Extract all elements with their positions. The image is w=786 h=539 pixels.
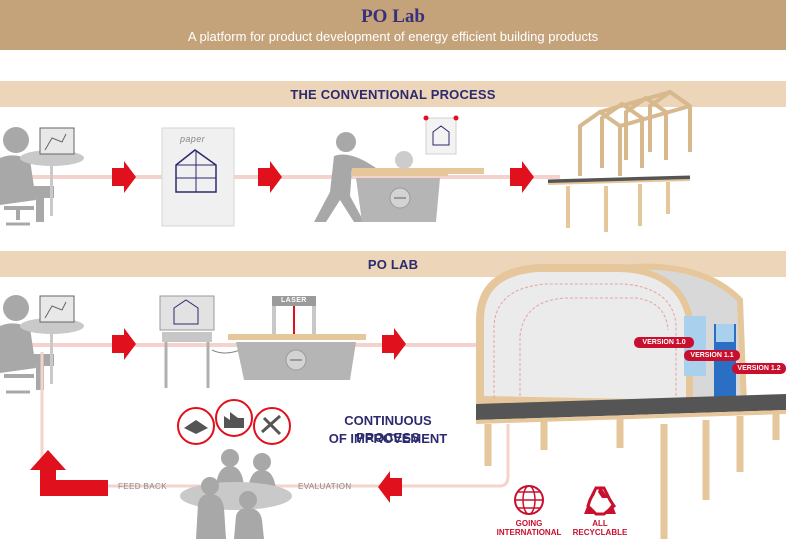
version-label-1: VERSION 1.0 xyxy=(642,339,686,346)
international-label-line2: INTERNATIONAL xyxy=(496,528,562,537)
improvement-caption-line2: OF IMPROVEMENT xyxy=(328,431,448,446)
polab-band-label: PO LAB xyxy=(367,257,419,272)
timber-frame-house-icon xyxy=(547,89,692,232)
version-tag-icon xyxy=(634,337,694,348)
process-arrow-icon xyxy=(510,161,534,193)
version-label-3: VERSION 1.2 xyxy=(737,365,781,372)
version-tag-icon xyxy=(684,350,740,361)
feedback-label: FEED BACK xyxy=(118,482,167,491)
improvement-caption-line1: CONTINUOUS PROCESS xyxy=(344,413,432,445)
worker-sawing-icon xyxy=(314,115,484,222)
process-arrow-icon xyxy=(378,471,402,503)
conventional-band-label: THE CONVENTIONAL PROCESS xyxy=(290,87,496,102)
page-subtitle: A platform for product development of en… xyxy=(187,29,599,44)
designer-at-desk-icon xyxy=(0,127,84,226)
computer-station-icon xyxy=(159,295,241,388)
international-label-line1: GOING xyxy=(515,519,543,528)
laser-cutter-icon xyxy=(228,296,366,380)
process-arrow-icon xyxy=(112,161,136,193)
laser-label: LASER xyxy=(281,297,307,304)
version-tag-icon xyxy=(732,363,786,374)
process-arrow-icon xyxy=(258,161,282,193)
recyclable-label-line2: RECYCLABLE xyxy=(572,528,628,537)
globe-icon xyxy=(514,485,544,515)
feedback-loop-arrow-icon xyxy=(30,352,510,496)
designer-at-desk-icon xyxy=(0,295,84,394)
page-title: PO Lab xyxy=(361,6,425,27)
paper-drawing-icon xyxy=(161,127,235,227)
pod-building-icon xyxy=(476,263,786,539)
paper-label: paper xyxy=(180,134,206,144)
evaluation-team-icon xyxy=(177,399,292,539)
version-label-2: VERSION 1.1 xyxy=(690,352,734,359)
evaluation-label: EVALUATION xyxy=(298,482,352,491)
header-bar xyxy=(0,0,786,50)
recyclable-label-line1: ALL xyxy=(592,519,608,528)
recycle-icon xyxy=(584,486,617,516)
process-arrow-icon xyxy=(382,328,406,360)
process-arrow-icon xyxy=(112,328,136,360)
